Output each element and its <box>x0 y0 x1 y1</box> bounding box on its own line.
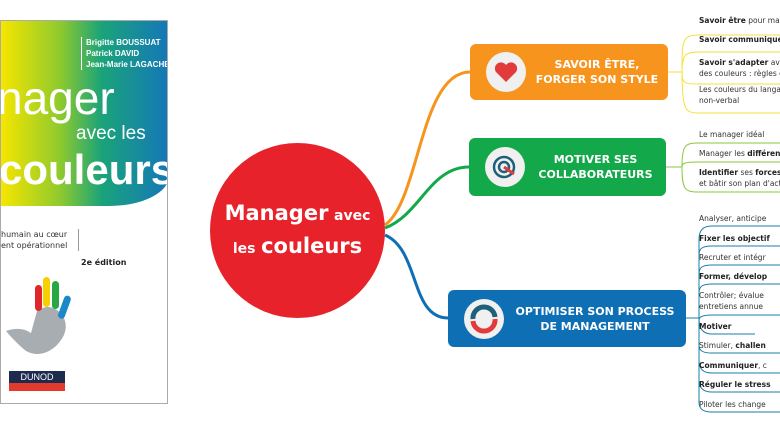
leaf-text: Savoir communiquer <box>699 35 780 44</box>
cover-edition: 2e édition <box>81 258 127 267</box>
leaf-text: Former, dévelop <box>699 272 768 281</box>
leaf-topic[interactable]: Analyser, anticipe <box>699 213 766 224</box>
leaf-topic[interactable]: Le manager idéal <box>699 129 764 140</box>
leaf-topic[interactable]: Savoir s'adapter avec des couleurs : règl… <box>699 57 780 79</box>
branch-savoir-etre[interactable]: SAVOIR ÊTRE, FORGER SON STYLE <box>470 44 668 100</box>
publisher-name: DUNOD <box>20 372 54 382</box>
leaf-text: Communiquer <box>699 361 759 370</box>
connector-blue <box>384 233 449 320</box>
branch-label: MOTIVER SES <box>553 153 638 166</box>
center-word: avec <box>334 207 371 224</box>
leaf-topic[interactable]: Identifier ses forces et bâtir son plan d… <box>699 167 780 189</box>
branch-label: COLLABORATEURS <box>538 168 653 181</box>
leaf-topic[interactable]: Réguler le stress <box>699 379 771 390</box>
branch-motiver[interactable]: MOTIVER SES COLLABORATEURS <box>469 138 666 196</box>
leaf-text: Motiver <box>699 322 732 331</box>
leaf-text: Réguler le stress <box>699 380 771 389</box>
cycle-arrows-icon <box>464 298 504 339</box>
leaf-text: Les couleurs du langag <box>699 85 780 94</box>
leaf-text: Piloter les change <box>699 400 766 409</box>
heart-icon <box>486 52 526 92</box>
leaf-text: ses <box>738 168 756 177</box>
subtitle-line: ent opérationnel <box>1 241 68 250</box>
leaf-text: Recruter et intégr <box>699 253 766 262</box>
hand-icon <box>6 277 71 355</box>
center-word: les <box>232 240 256 257</box>
leaf-text: non-verbal <box>699 96 740 105</box>
leaf-topic[interactable]: Les couleurs du langag non-verbal <box>699 84 780 106</box>
center-word: Manager <box>224 200 329 225</box>
leaf-topic[interactable]: Savoir être pour man <box>699 15 780 26</box>
leaf-text: et bâtir son plan d'acti <box>699 179 780 188</box>
leaf-text: Analyser, anticipe <box>699 214 767 223</box>
leaf-text: challen <box>735 341 766 350</box>
leaf-text: des couleurs : règles e <box>699 69 780 78</box>
leaf-text: Identifier <box>699 168 739 177</box>
leaf-topic[interactable]: Recruter et intégr <box>699 252 766 263</box>
leaf-topic[interactable]: Contrôler; évalue entretiens annue <box>699 290 764 312</box>
center-word: couleurs <box>261 233 363 258</box>
leaf-topic[interactable]: Communiquer, c <box>699 360 767 371</box>
orange-leaf-links <box>668 34 780 114</box>
leaf-topic[interactable]: Fixer les objectif <box>699 233 770 244</box>
cover-gradient-band <box>1 21 167 206</box>
author: Brigitte BOUSSUAT <box>86 38 161 47</box>
cover-title-1: nager <box>0 72 115 124</box>
leaf-text: Manager les <box>699 149 748 158</box>
leaf-text: différent <box>747 149 780 158</box>
leaf-topic[interactable]: Savoir communiquer <box>699 34 780 45</box>
leaf-text: Stimuler, <box>699 341 736 350</box>
connector-green <box>384 165 470 230</box>
green-leaf-links <box>666 142 780 193</box>
leaf-topic[interactable]: Stimuler, challen <box>699 340 766 351</box>
leaf-topic[interactable]: Manager les différent <box>699 148 780 159</box>
cover-title-2: avec les <box>76 123 146 144</box>
branch-label: OPTIMISER SON PROCESS <box>515 304 675 318</box>
leaf-topic[interactable]: Former, dévelop <box>699 271 767 282</box>
author: Patrick DAVID <box>86 49 140 58</box>
leaf-text: Le manager idéal <box>699 130 765 139</box>
leaf-text: , c <box>758 361 767 370</box>
branch-label: SAVOIR ÊTRE, <box>554 58 640 71</box>
connector-orange <box>384 70 471 227</box>
branch-label: FORGER SON STYLE <box>535 73 659 86</box>
branch-label: DE MANAGEMENT <box>540 319 650 333</box>
leaf-text: Savoir être <box>699 16 746 25</box>
leaf-text: pour man <box>748 16 780 25</box>
leaf-text: entretiens annue <box>699 302 763 311</box>
cover-authors: Brigitte BOUSSUAT Patrick DAVID Jean-Mar… <box>81 37 168 70</box>
central-topic[interactable]: Manager avec les couleurs <box>210 143 385 318</box>
book-cover: Brigitte BOUSSUAT Patrick DAVID Jean-Mar… <box>0 20 168 404</box>
author: Jean-Marie LAGACHE <box>86 60 168 69</box>
leaf-text: Contrôler; évalue <box>699 291 764 300</box>
leaf-topic[interactable]: Motiver <box>699 321 731 332</box>
publisher-logo: DUNOD <box>9 371 65 391</box>
subtitle-line: humain au cœur <box>1 230 68 239</box>
leaf-topic[interactable]: Piloter les change <box>699 399 766 410</box>
cover-subtitle: humain au cœur ent opérationnel <box>1 229 79 251</box>
leaf-text: Savoir s'adapter <box>699 58 769 67</box>
leaf-text: forces <box>755 168 780 177</box>
blue-leaf-links <box>686 225 780 413</box>
cover-title-3: couleurs <box>0 146 168 193</box>
leaf-text: Fixer les objectif <box>699 234 770 243</box>
target-icon <box>485 147 525 187</box>
leaf-text: avec <box>770 58 780 67</box>
